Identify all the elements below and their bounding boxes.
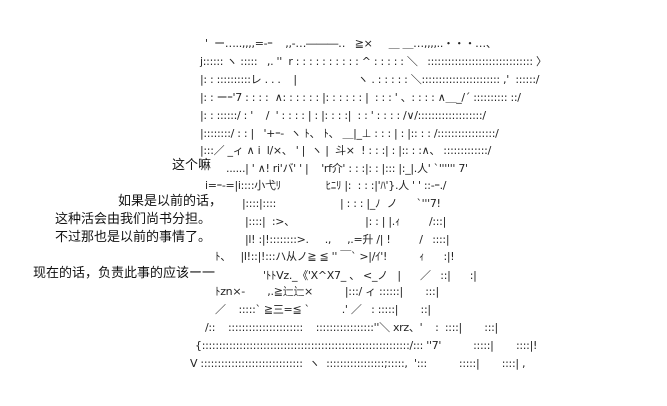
dialogue-line: 现在的话，负责此事的应该ー一 [33, 266, 216, 281]
ascii-art-row: ﾄ、 |l!::|!:::ハ从ノ≧ ≦ '' ￣` >|/ｲ'! ｨ :|! [215, 250, 455, 263]
ascii-art-row: V :::::::::::::::::::::::::::::: ヽ :::::… [190, 357, 526, 370]
dialogue-line: 这个嘛 [172, 158, 212, 173]
dialogue-line: 如果是以前的话， [118, 194, 223, 209]
dialogue-line: 这种活会由我们尚书分担。 [55, 212, 212, 227]
ascii-art-row: i=ｰ-=|i::::小弋ﾘ ﾋﾆﾘ |: : : :|'ﾊ'}.人 ' ' :… [205, 179, 447, 192]
ascii-art-row: |::::|:::: | : : : |_ﾉ ノ `'''7! [242, 197, 441, 210]
dialogue-line: 不过那也是以前的事情了。 [55, 230, 212, 245]
ascii-art-row: |l! :|!::::::::>. ., ,.=升 /| ! / ::::| [245, 233, 450, 246]
ascii-art-row: ......| ' ∧! ri'バ' ' | 'rf介' : : :|: : |… [226, 162, 468, 175]
ascii-art-row: |:::／ _ィ ∧ i l/×、 ' | ヽ | 斗× ! : : :| : … [200, 144, 491, 157]
ascii-art-row: |::::::::/ : : | '+ｰ- ヽ ﾄ、 ﾄ、 ＿|_⊥ : : :… [200, 127, 499, 140]
ascii-art-row: |: : ::::::::::レ . . . | ヽ . : : : : : ＼… [200, 73, 540, 86]
ascii-art-row: j:::::: ヽ ::::: ,. '' r : : : : : : : : … [200, 55, 547, 68]
ascii-art-row: ﾄzn×- ,.≧辷辷× |:::/ ィ ::::::| :::| [215, 285, 439, 298]
ascii-art-row: {:::::::::::::::::::::::::::::::::::::::… [195, 339, 538, 352]
ascii-art-row: 'ﾄﾄVz._《'X^X7_ 、 <_ノ | ／ ::| :| [263, 269, 477, 282]
ascii-art-row: |: : ーｰ'7 : : : : ∧: : : : : : |: : : : … [200, 91, 521, 104]
ascii-art-row: |: : ::::::/ : ' / ' : : : : | : |: : : … [200, 109, 486, 122]
ascii-art-row: ／ :::::` ≧三=≦ ` .' ／ : :::::| ::| [215, 303, 431, 316]
ascii-art-row: /:: :::::::::::::::::::::: :::::::::::::… [205, 321, 498, 334]
ascii-art-row: ' ー…..,,,,=-ｰ ,,-…―――‥ ≧× ＿ ＿…,,,,..・・・…… [205, 37, 497, 50]
ascii-art-row: |::::| :>、 |: : | |.ｨ /:::| [245, 215, 446, 228]
